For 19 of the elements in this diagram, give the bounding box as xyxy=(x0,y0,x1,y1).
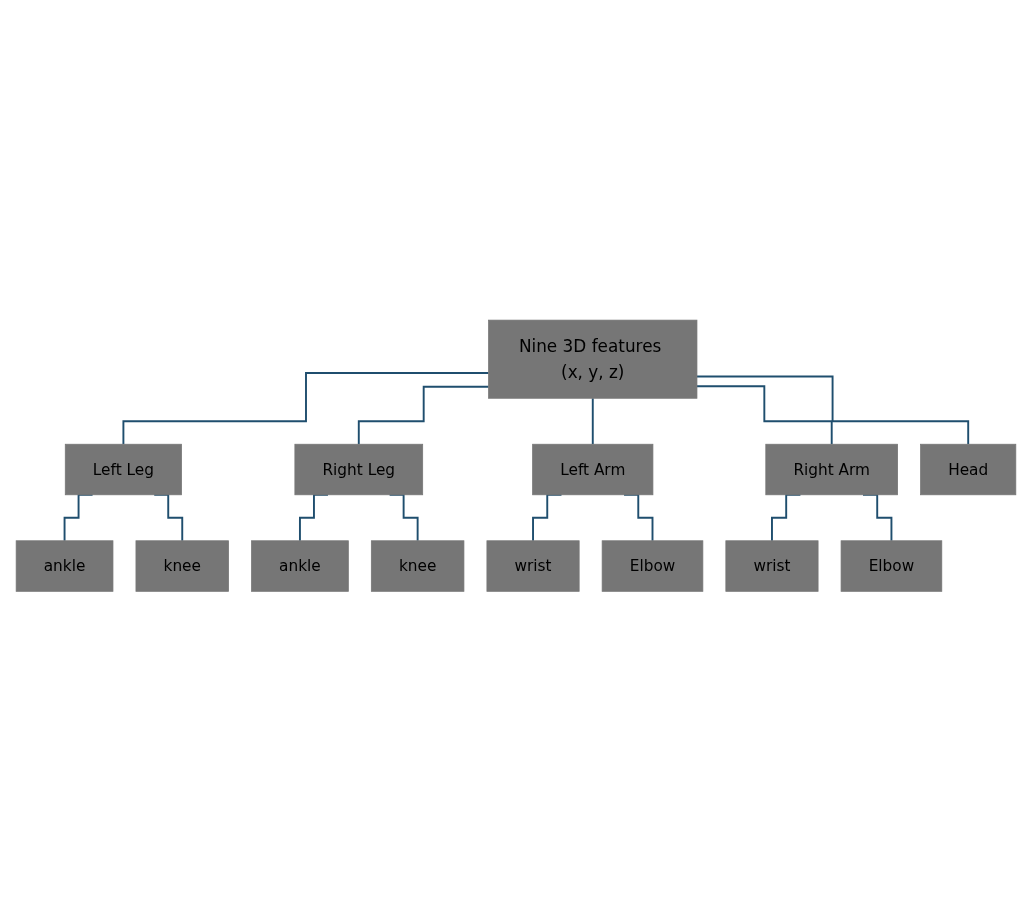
node-box: Head xyxy=(920,443,1017,495)
node-box: ankle xyxy=(15,540,114,592)
node-box: Right Leg xyxy=(294,443,424,495)
node-box: Nine 3D features (x, y, z) xyxy=(488,319,698,399)
connector xyxy=(122,371,490,445)
node-box: Elbow xyxy=(601,540,704,592)
connector xyxy=(357,385,490,445)
node-box: wrist xyxy=(725,540,819,592)
node-box: Left Leg xyxy=(64,443,182,495)
connector xyxy=(591,397,594,445)
node-box: Left Arm xyxy=(532,443,654,495)
node-box: knee xyxy=(135,540,229,592)
node-box: Right Arm xyxy=(765,443,898,495)
node-box: wrist xyxy=(486,540,580,592)
node-box: Elbow xyxy=(840,540,943,592)
node-box: knee xyxy=(370,540,465,592)
node-box: ankle xyxy=(251,540,349,592)
connector xyxy=(696,385,833,445)
connector xyxy=(696,375,970,445)
